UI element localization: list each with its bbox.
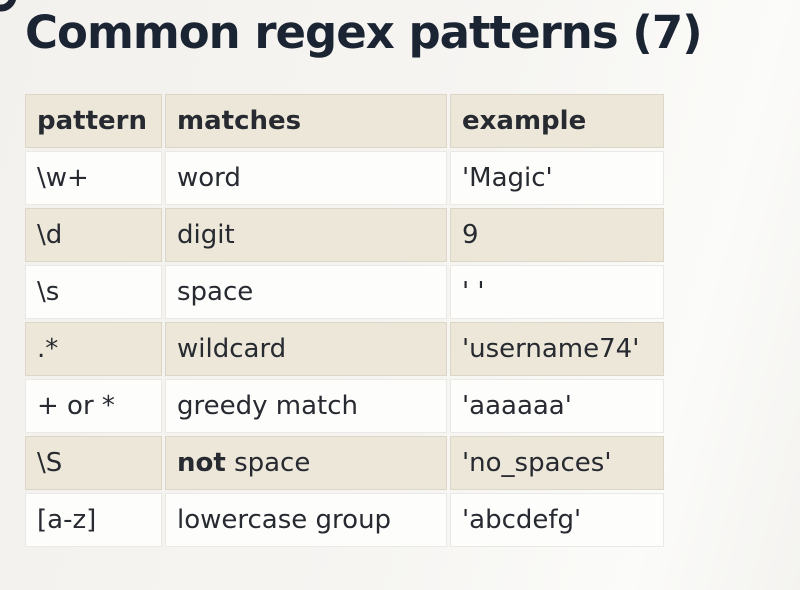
example-cell: 'abcdefg' xyxy=(450,493,664,547)
pattern-cell: \S xyxy=(25,436,162,490)
corner-glyph-fragment-icon xyxy=(0,0,18,18)
example-cell: 'username74' xyxy=(450,322,664,376)
pattern-cell: \s xyxy=(25,265,162,319)
matches-bold-text: not xyxy=(177,447,226,478)
table-row: \s space ' ' xyxy=(25,265,664,319)
table-row: [a-z] lowercase group 'abcdefg' xyxy=(25,493,664,547)
pattern-cell: .* xyxy=(25,322,162,376)
matches-cell: space xyxy=(165,265,447,319)
matches-cell: not space xyxy=(165,436,447,490)
pattern-cell: + or * xyxy=(25,379,162,433)
example-cell: 9 xyxy=(450,208,664,262)
matches-text: word xyxy=(177,162,241,193)
matches-cell: wildcard xyxy=(165,322,447,376)
matches-text: greedy match xyxy=(177,390,358,421)
table-row: \S not space 'no_spaces' xyxy=(25,436,664,490)
matches-cell: digit xyxy=(165,208,447,262)
matches-text: space xyxy=(177,276,254,307)
table-row: \d digit 9 xyxy=(25,208,664,262)
example-cell: 'aaaaaa' xyxy=(450,379,664,433)
example-cell: ' ' xyxy=(450,265,664,319)
matches-text: space xyxy=(225,447,311,478)
regex-patterns-table: pattern matches example \w+ word 'Magic'… xyxy=(22,91,667,550)
matches-text: digit xyxy=(177,219,235,250)
example-cell: 'no_spaces' xyxy=(450,436,664,490)
pattern-cell: \w+ xyxy=(25,151,162,205)
matches-cell: greedy match xyxy=(165,379,447,433)
matches-text: wildcard xyxy=(177,333,287,364)
page-title: Common regex patterns (7) xyxy=(25,6,703,59)
table-row: + or * greedy match 'aaaaaa' xyxy=(25,379,664,433)
table-header-row: pattern matches example xyxy=(25,94,664,148)
pattern-cell: [a-z] xyxy=(25,493,162,547)
matches-cell: lowercase group xyxy=(165,493,447,547)
table-row: \w+ word 'Magic' xyxy=(25,151,664,205)
header-matches: matches xyxy=(165,94,447,148)
example-cell: 'Magic' xyxy=(450,151,664,205)
header-example: example xyxy=(450,94,664,148)
pattern-cell: \d xyxy=(25,208,162,262)
header-pattern: pattern xyxy=(25,94,162,148)
matches-cell: word xyxy=(165,151,447,205)
matches-text: lowercase group xyxy=(177,504,392,535)
table-row: .* wildcard 'username74' xyxy=(25,322,664,376)
